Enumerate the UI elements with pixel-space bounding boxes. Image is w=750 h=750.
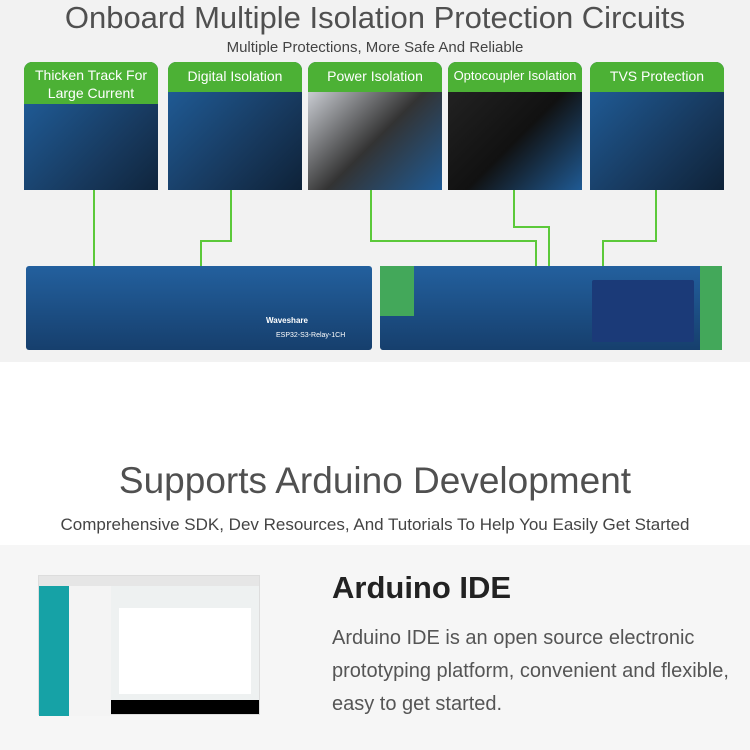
brand-text: Waveshare: [266, 316, 308, 325]
board-back-image: Waveshare ESP32-S3-Relay-1CH: [26, 266, 372, 350]
section-subtitle: Multiple Protections, More Safe And Reli…: [226, 39, 524, 56]
section-title: Onboard Multiple Isolation Protection Ci…: [64, 0, 686, 35]
terminal-block: [700, 266, 722, 350]
feature-card-optocoupler-isolation: Optocoupler Isolation: [448, 62, 582, 190]
connector-line: [602, 240, 604, 270]
connector-line: [230, 190, 232, 240]
arduino-description: Arduino IDE is an open source electronic…: [332, 627, 729, 715]
feature-label: Power Isolation: [308, 62, 442, 92]
connector-line: [513, 226, 550, 228]
relay: [592, 280, 694, 342]
feature-label: Thicken Track For Large Current: [24, 62, 158, 104]
arduino-ide-screenshot: [38, 575, 260, 716]
board-front-image: [380, 266, 722, 350]
connector-line: [513, 190, 515, 228]
connector-line: [370, 240, 537, 242]
terminal-block: [380, 266, 414, 316]
section-title: Supports Arduino Development: [118, 460, 632, 501]
connector-line: [200, 240, 232, 242]
connector-line: [370, 190, 372, 242]
feature-card-power-isolation: Power Isolation: [308, 62, 442, 190]
feature-card-tvs-protection: TVS Protection: [590, 62, 724, 190]
arduino-heading: Arduino IDE: [332, 570, 512, 605]
feature-label: Optocoupler Isolation: [448, 62, 582, 92]
connector-line: [93, 190, 95, 320]
feature-card-digital-isolation: Digital Isolation: [168, 62, 302, 190]
board-label: ESP32-S3-Relay-1CH: [276, 332, 346, 339]
feature-label: TVS Protection: [590, 62, 724, 92]
feature-label: Digital Isolation: [168, 62, 302, 92]
connector-line: [655, 190, 657, 242]
section-subtitle: Comprehensive SDK, Dev Resources, And Tu…: [60, 515, 690, 534]
feature-card-thick-track: Thicken Track For Large Current: [24, 62, 158, 190]
connector-line: [602, 240, 657, 242]
